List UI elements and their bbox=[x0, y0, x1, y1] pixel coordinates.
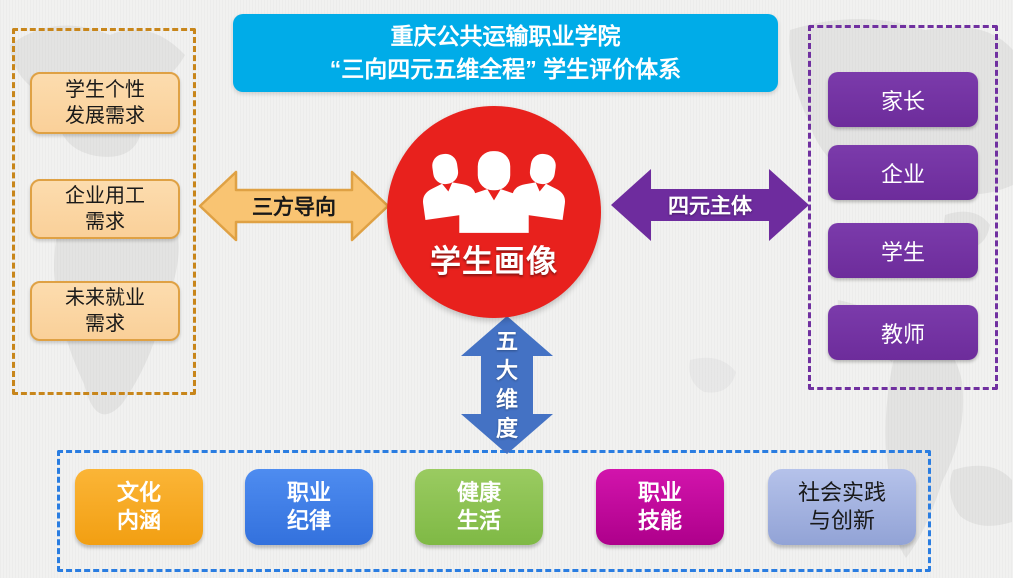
need-box-student-development: 学生个性 发展需求 bbox=[30, 72, 180, 134]
subject-box-parents: 家长 bbox=[828, 72, 978, 127]
student-portrait-label: 学生画像 bbox=[430, 244, 558, 279]
dimension-line: 与创新 bbox=[808, 508, 875, 533]
student-portrait-circle: 学生画像 bbox=[387, 106, 601, 318]
dimension-line: 职业 bbox=[286, 480, 331, 505]
dimension-line: 内涵 bbox=[116, 508, 161, 533]
five-dimensions-arrow: 五大维度 bbox=[457, 316, 557, 454]
five-dimensions-label: 五大维度 bbox=[495, 329, 518, 441]
dimension-box-social-practice: 社会实践 与创新 bbox=[768, 469, 916, 545]
orientation-group-frame bbox=[12, 28, 196, 395]
need-box-line: 需求 bbox=[85, 211, 125, 233]
subjects-group-frame bbox=[808, 25, 998, 390]
subject-box-enterprise: 企业 bbox=[828, 145, 978, 200]
subject-label: 企业 bbox=[880, 161, 925, 187]
dimension-line: 社会实践 bbox=[797, 480, 886, 505]
dimension-box-culture: 文化 内涵 bbox=[75, 469, 203, 545]
four-subjects-arrow: 四元主体 bbox=[611, 167, 809, 243]
need-box-line: 企业用工 bbox=[65, 185, 145, 207]
subject-label: 学生 bbox=[880, 239, 925, 265]
three-orientations-label: 三方导向 bbox=[252, 196, 336, 219]
dimension-line: 纪律 bbox=[286, 508, 331, 533]
subject-box-students: 学生 bbox=[828, 223, 978, 278]
dimension-line: 生活 bbox=[456, 508, 501, 533]
dimension-box-skills: 职业 技能 bbox=[596, 469, 724, 545]
need-box-line: 学生个性 bbox=[65, 79, 145, 101]
dimension-box-health: 健康 生活 bbox=[415, 469, 543, 545]
dimensions-group-frame bbox=[57, 450, 931, 572]
need-box-line: 需求 bbox=[85, 313, 125, 335]
subject-label: 家长 bbox=[880, 88, 925, 114]
diagram-title: 重庆公共运输职业学院 “三向四元五维全程” 学生评价体系 bbox=[233, 14, 778, 92]
dimension-box-discipline: 职业 纪律 bbox=[245, 469, 373, 545]
need-box-enterprise-employment: 企业用工 需求 bbox=[30, 179, 180, 239]
dimension-line: 文化 bbox=[116, 480, 161, 505]
four-subjects-label: 四元主体 bbox=[668, 195, 752, 218]
title-line-2: “三向四元五维全程” 学生评价体系 bbox=[329, 56, 682, 82]
subject-box-teachers: 教师 bbox=[828, 305, 978, 360]
double-arrow-horizontal-icon bbox=[611, 169, 809, 241]
dimension-line: 技能 bbox=[637, 508, 682, 533]
double-arrow-vertical-icon bbox=[461, 316, 553, 454]
students-group-icon bbox=[416, 150, 572, 233]
three-orientations-arrow: 三方导向 bbox=[198, 169, 390, 243]
dimension-line: 职业 bbox=[637, 480, 682, 505]
need-box-future-career: 未来就业 需求 bbox=[30, 281, 180, 341]
dimension-line: 健康 bbox=[456, 480, 501, 505]
need-box-line: 未来就业 bbox=[65, 287, 145, 309]
subject-label: 教师 bbox=[880, 321, 925, 347]
need-box-line: 发展需求 bbox=[65, 105, 145, 127]
title-line-1: 重庆公共运输职业学院 bbox=[390, 23, 621, 49]
